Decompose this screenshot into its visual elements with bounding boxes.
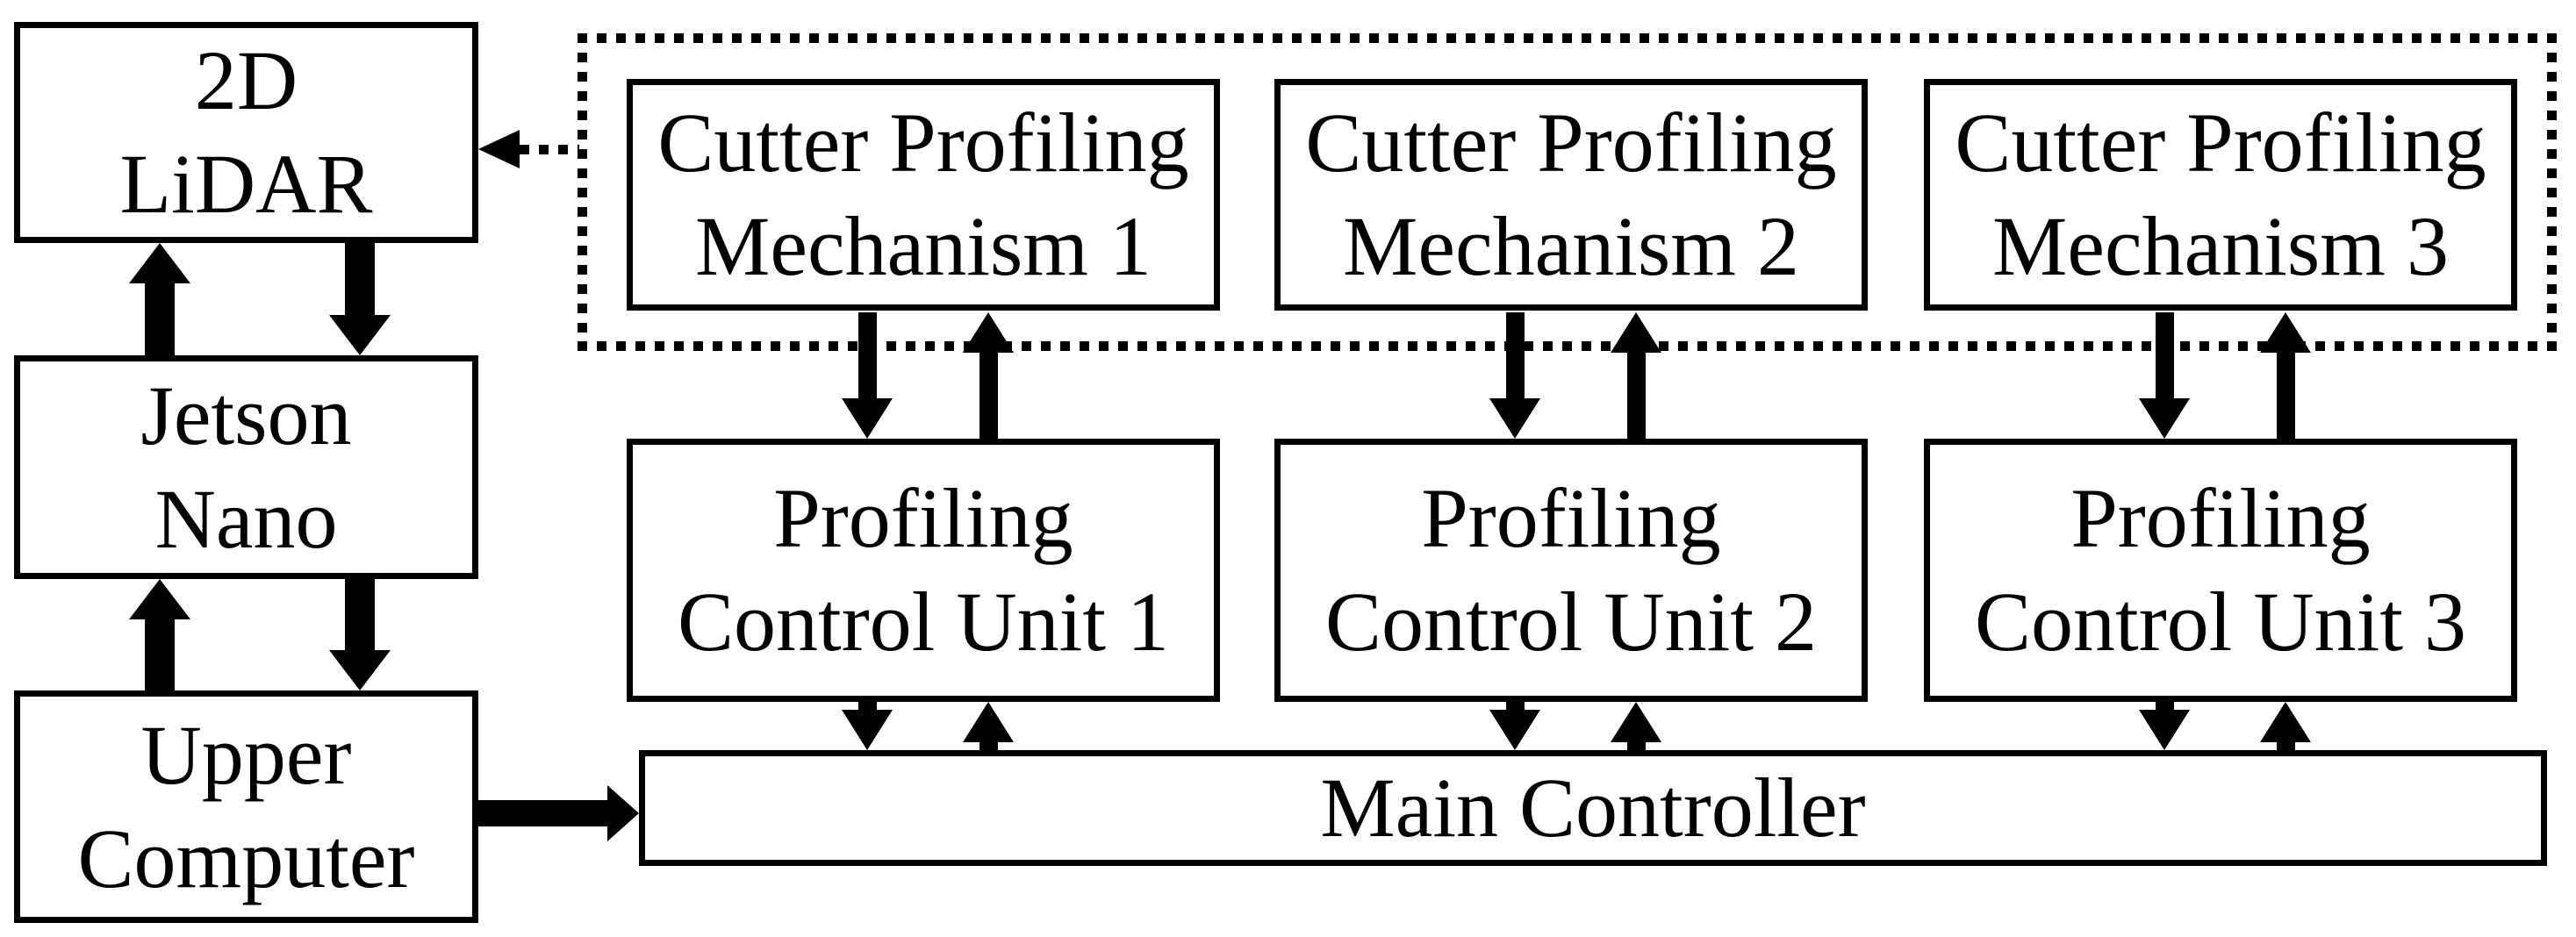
cutter-profiling-mechanism-2-box: Cutter Profiling Mechanism 2: [1274, 79, 1868, 311]
arrow-shaft: [2277, 349, 2295, 439]
arrow-shaft: [979, 738, 998, 750]
arrow-head: [329, 315, 391, 355]
main-controller-box: Main Controller: [639, 750, 2547, 866]
dotted-border-top: [578, 33, 2557, 43]
jetson-label-line2: Nano: [154, 471, 338, 566]
arrow-head: [129, 579, 190, 619]
arrow-head: [2260, 312, 2311, 353]
control-unit-2-label-line2: Control Unit 2: [1324, 575, 1817, 669]
profiling-control-unit-1-box: Profiling Control Unit 1: [627, 439, 1220, 702]
arrow-shaft: [979, 349, 998, 439]
lidar-label-line1: 2D: [194, 33, 298, 127]
arrow-head: [2139, 710, 2190, 750]
arrow-shaft: [1506, 312, 1525, 398]
profiling-control-unit-2-box: Profiling Control Unit 2: [1274, 439, 1868, 702]
arrow-head: [1489, 398, 1540, 439]
arrow-head: [842, 710, 893, 750]
main-controller-label: Main Controller: [1320, 761, 1866, 855]
mechanism-1-label-line1: Cutter Profiling: [657, 96, 1189, 190]
arrow-head: [842, 398, 893, 439]
arrow-shaft: [145, 279, 175, 355]
upper-computer-label-line2: Computer: [77, 811, 415, 905]
arrow-shaft: [345, 243, 375, 319]
control-unit-1-label-line1: Profiling: [773, 471, 1073, 565]
arrow-head: [963, 702, 1014, 742]
arrow-shaft: [2277, 738, 2295, 750]
jetson-nano-box: Jetson Nano: [14, 355, 478, 579]
arrow-head: [1611, 312, 1661, 353]
arrow-head: [1489, 710, 1540, 750]
control-unit-3-label-line2: Control Unit 3: [1974, 575, 2466, 669]
cutter-profiling-mechanism-1-box: Cutter Profiling Mechanism 1: [627, 79, 1220, 311]
upper-computer-box: Upper Computer: [14, 690, 478, 923]
dotted-border-right: [2547, 33, 2557, 351]
cutter-profiling-mechanism-3-box: Cutter Profiling Mechanism 3: [1924, 79, 2517, 311]
jetson-label-line1: Jetson: [140, 368, 352, 462]
dotted-border-bottom: [578, 341, 2557, 351]
dotted-border-left: [578, 33, 587, 351]
mechanism-3-label-line2: Mechanism 3: [1992, 199, 2449, 293]
lidar-label-line2: LiDAR: [119, 137, 373, 231]
lidar-box: 2D LiDAR: [14, 22, 478, 243]
arrow-shaft: [478, 800, 607, 826]
arrow-head: [1611, 702, 1661, 742]
mechanism-2-label-line2: Mechanism 2: [1343, 199, 1799, 293]
arrow-shaft: [858, 312, 877, 398]
arrow-head: [329, 650, 391, 690]
arrow-shaft: [345, 579, 375, 654]
arrow-head: [607, 785, 639, 841]
control-unit-1-label-line2: Control Unit 1: [677, 575, 1169, 669]
arrow-head: [478, 130, 520, 168]
arrow-dotted-shaft: [520, 145, 579, 154]
arrow-shaft: [1627, 738, 1646, 750]
arrow-head: [963, 312, 1014, 353]
profiling-control-unit-3-box: Profiling Control Unit 3: [1924, 439, 2517, 702]
arrow-head: [2139, 398, 2190, 439]
upper-computer-label-line1: Upper: [140, 707, 352, 802]
control-unit-3-label-line1: Profiling: [2070, 471, 2371, 565]
arrow-shaft: [2156, 312, 2174, 398]
control-unit-2-label-line1: Profiling: [1421, 471, 1721, 565]
arrow-shaft: [1627, 349, 1646, 439]
arrow-head: [2260, 702, 2311, 742]
mechanism-3-label-line1: Cutter Profiling: [1955, 96, 2486, 190]
arrow-shaft: [145, 615, 175, 690]
arrow-head: [129, 243, 190, 283]
mechanism-1-label-line2: Mechanism 1: [695, 199, 1152, 293]
mechanism-2-label-line1: Cutter Profiling: [1305, 96, 1837, 190]
